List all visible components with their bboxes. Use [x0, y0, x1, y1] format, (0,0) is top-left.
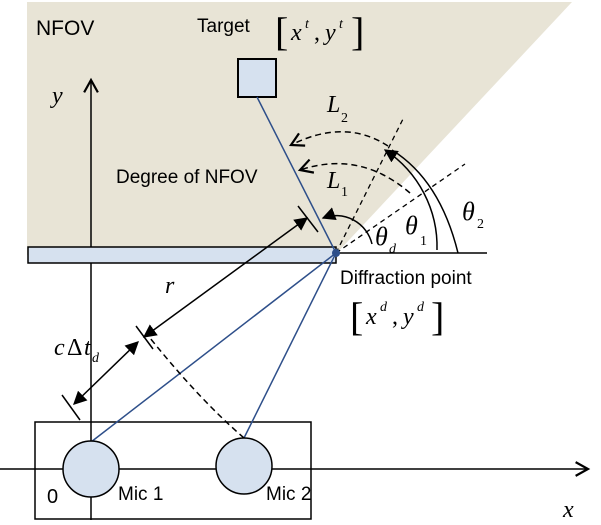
svg-text:1: 1 — [341, 185, 348, 200]
dashed-line-theta2 — [335, 163, 466, 254]
diffraction-point-label: Diffraction point — [340, 268, 472, 289]
path-to-mic1 — [90, 252, 337, 443]
origin-label: 0 — [47, 486, 58, 508]
theta-1-arc — [383, 149, 438, 251]
svg-text:c: c — [54, 335, 65, 361]
l2-arc — [288, 131, 389, 147]
svg-text:,: , — [314, 20, 320, 46]
l2-label: L 2 — [326, 92, 348, 126]
r-start-tick — [135, 325, 154, 350]
path-to-mic2 — [243, 252, 337, 439]
svg-text:]: ] — [351, 9, 364, 54]
svg-text:t: t — [84, 335, 92, 361]
mic2-label: Mic 2 — [266, 484, 311, 505]
nfov-label: NFOV — [36, 17, 94, 40]
l1-label: L 1 — [326, 168, 348, 200]
svg-text:d: d — [92, 351, 100, 366]
svg-text:d: d — [389, 242, 397, 257]
mic2-circle — [215, 437, 273, 495]
degree-nfov-label: Degree of NFOV — [116, 167, 258, 188]
svg-text:x: x — [365, 304, 377, 330]
mic1-label: Mic 1 — [118, 484, 163, 505]
svg-text:θ: θ — [405, 211, 418, 240]
svg-text:[: [ — [350, 294, 363, 339]
svg-text:[: [ — [275, 9, 288, 54]
theta-2-label: θ 2 — [462, 197, 484, 232]
svg-text:L: L — [326, 92, 340, 118]
theta-d-arc — [321, 207, 373, 245]
svg-text:L: L — [326, 168, 340, 194]
svg-text:y: y — [401, 304, 414, 330]
theta-2-arc — [391, 149, 459, 254]
y-axis-label: y — [50, 83, 63, 109]
svg-text:,: , — [392, 304, 398, 330]
l1-arc — [297, 158, 411, 194]
svg-text:θ: θ — [462, 197, 475, 226]
mic-array-box — [34, 421, 312, 520]
svg-text:2: 2 — [477, 217, 484, 232]
target-coordinates: [ x t , y t ] — [275, 9, 364, 54]
svg-text:2: 2 — [341, 111, 348, 126]
theta-d-label: θ d — [375, 222, 397, 257]
svg-text:d: d — [417, 300, 425, 315]
svg-text:Δ: Δ — [67, 335, 82, 361]
svg-text:θ: θ — [375, 222, 388, 251]
svg-text:y: y — [323, 20, 336, 46]
equal-distance-arc — [149, 337, 245, 439]
diffraction-coordinates: [ x d , y d ] — [350, 294, 444, 339]
target-label: Target — [197, 16, 251, 37]
svg-text:1: 1 — [420, 234, 427, 249]
target-path-line — [256, 96, 337, 254]
delay-dimension-arrow — [73, 341, 139, 405]
svg-text:x: x — [290, 20, 302, 46]
r-end-tick — [297, 205, 319, 233]
dashed-line-theta1 — [335, 118, 404, 254]
svg-text:]: ] — [431, 294, 444, 339]
r-dimension-arrow — [142, 217, 309, 338]
delay-label: c Δ t d — [54, 335, 100, 366]
mic1-circle — [62, 440, 120, 498]
target-box — [237, 58, 277, 98]
nfov-region — [27, 2, 572, 255]
x-axis-label: x — [562, 497, 574, 523]
theta-1-label: θ 1 — [405, 211, 427, 249]
delay-start-tick — [61, 394, 81, 421]
r-label: r — [165, 273, 175, 299]
svg-text:t: t — [339, 17, 344, 32]
svg-text:d: d — [380, 300, 388, 315]
barrier — [27, 246, 337, 264]
svg-text:t: t — [305, 17, 310, 32]
